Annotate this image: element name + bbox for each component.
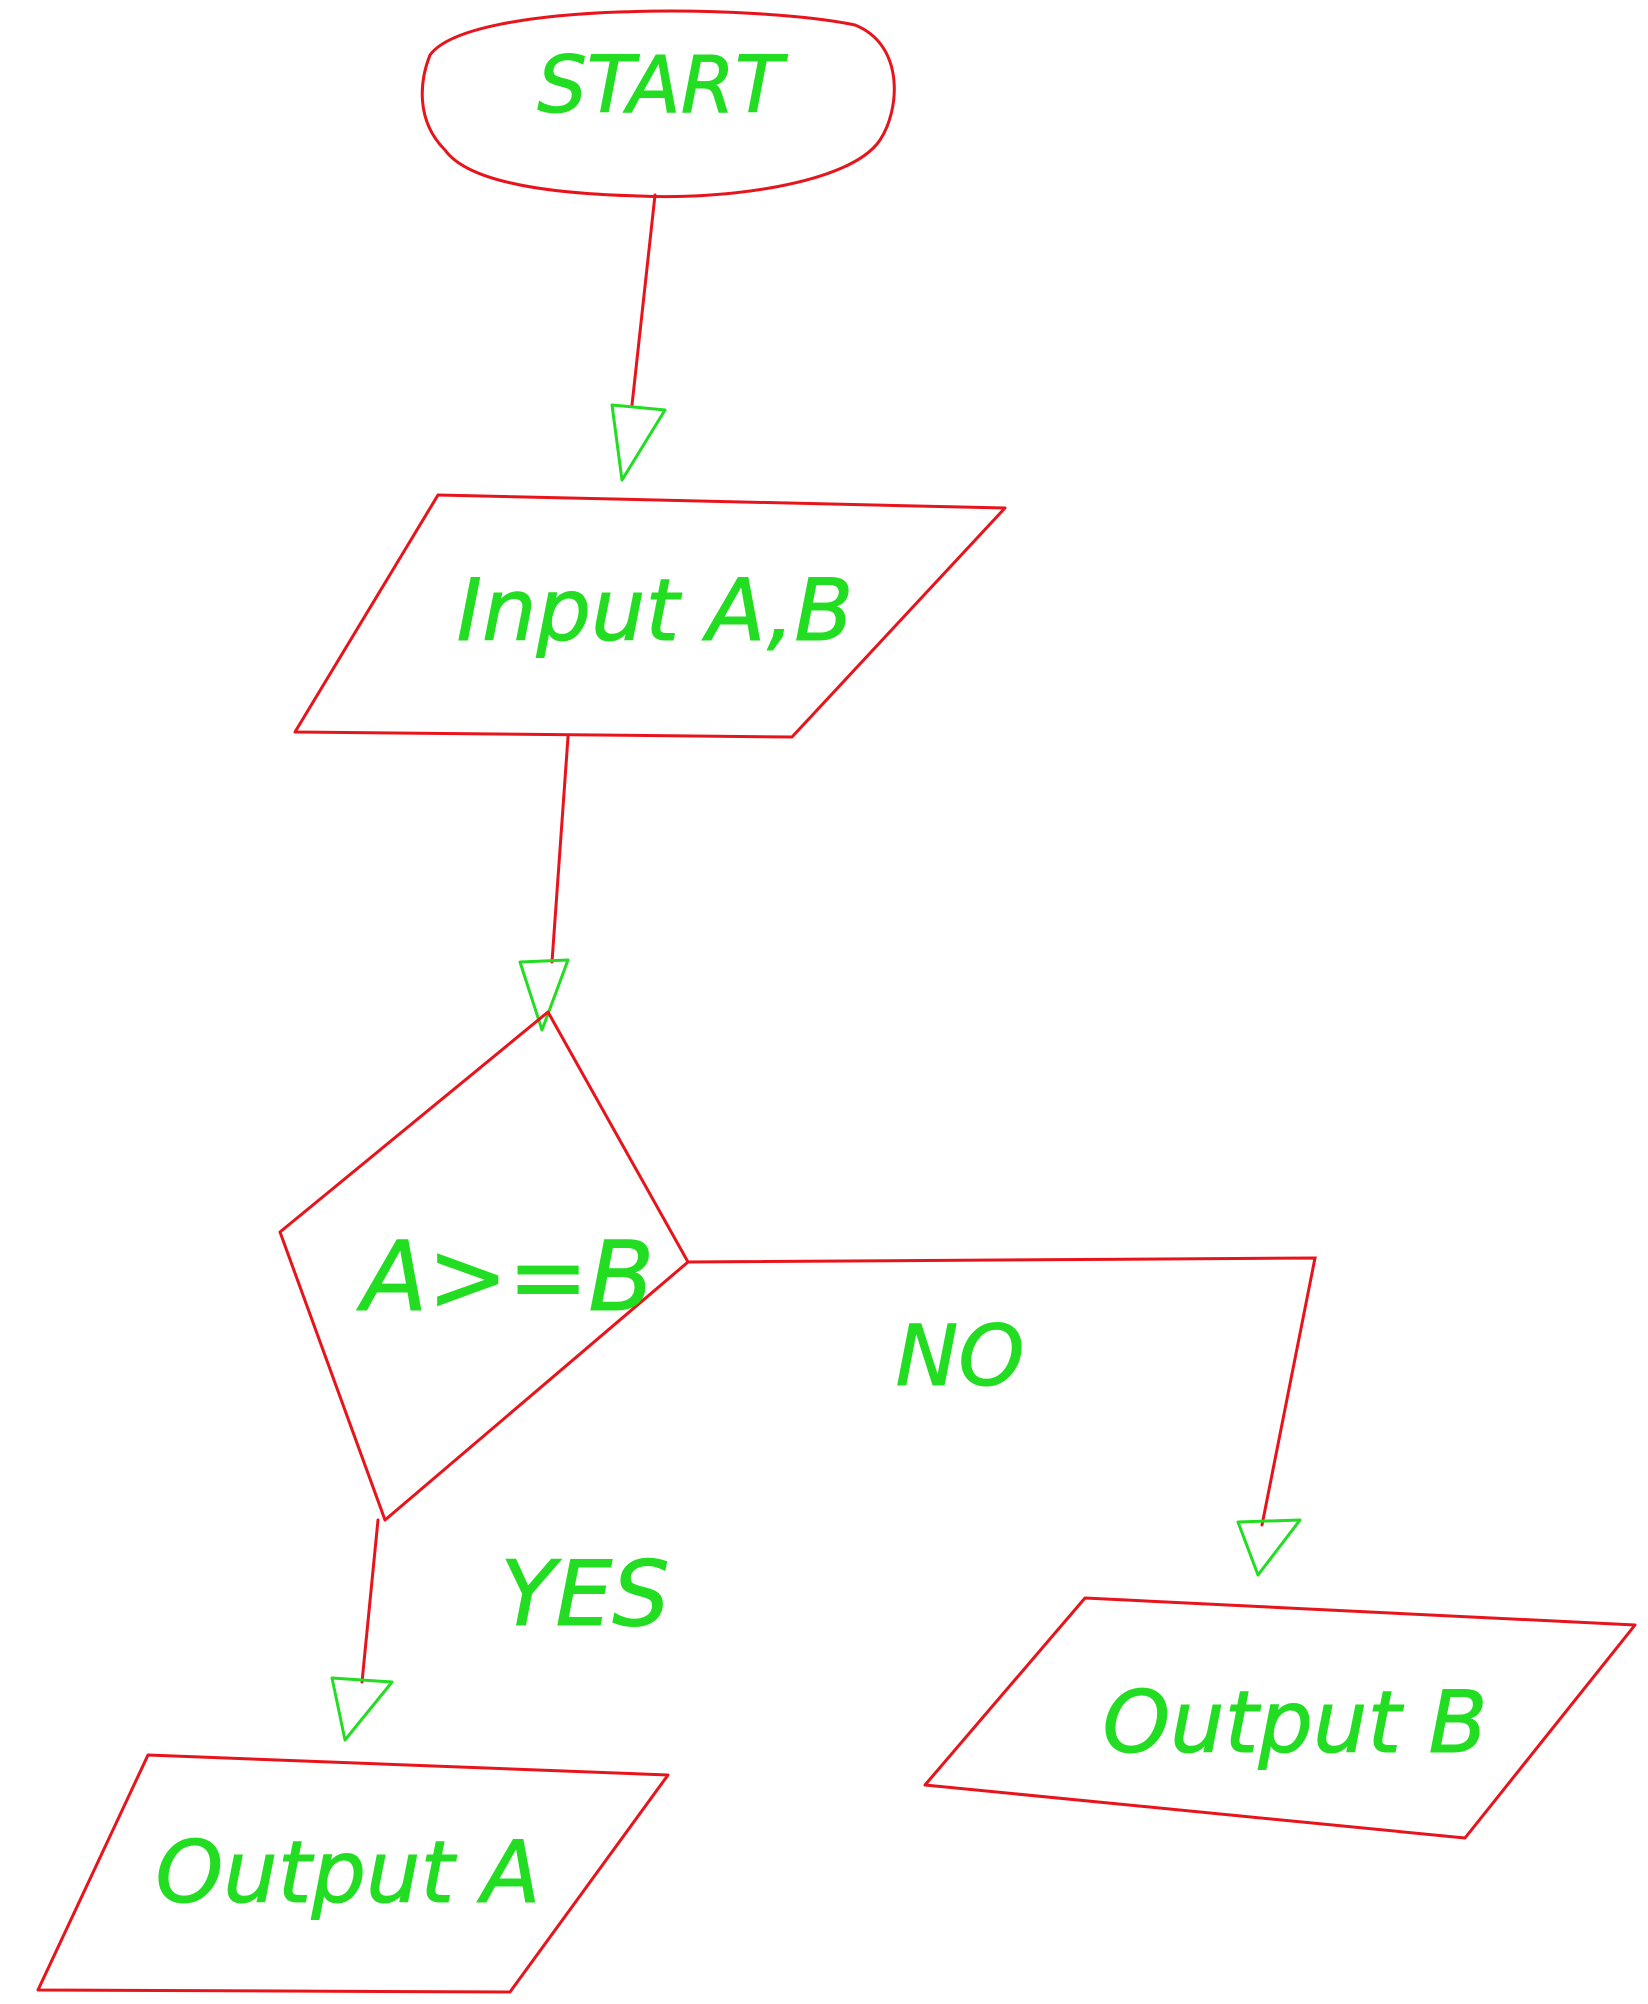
output-b-parallelogram — [923, 1596, 1637, 1840]
arrow-head — [518, 958, 570, 1032]
arrow-shaft — [630, 193, 657, 407]
output-a-label: Output A — [156, 1823, 541, 1923]
arrow-input-to-decision — [518, 735, 570, 1032]
arrow-start-to-input — [610, 193, 667, 482]
no-label: NO — [896, 1307, 1025, 1405]
arrow-head — [330, 1676, 394, 1742]
input-parallelogram — [293, 493, 1007, 739]
decision-diamond — [278, 1010, 690, 1522]
output-a-parallelogram — [36, 1753, 670, 1994]
start-node: START — [420, 9, 896, 199]
arrow-shaft — [686, 1256, 1317, 1527]
start-label: START — [537, 41, 788, 131]
input-label: Input A,B — [457, 561, 854, 661]
decision-node: A>=B — [278, 1010, 690, 1522]
output-b-label: Output B — [1102, 1673, 1487, 1773]
yes-label: YES — [501, 1542, 670, 1647]
output-b-node: Output B — [923, 1596, 1637, 1840]
start-ellipse — [420, 9, 896, 199]
arrow-shaft — [360, 1518, 380, 1684]
arrow-no-branch: NO — [686, 1256, 1317, 1577]
arrow-yes-branch: YES — [330, 1518, 670, 1742]
arrow-head — [610, 403, 667, 482]
decision-label: A>=B — [356, 1221, 654, 1333]
output-a-node: Output A — [36, 1753, 670, 1994]
arrow-head — [1236, 1518, 1302, 1577]
input-node: Input A,B — [293, 493, 1007, 739]
arrow-shaft — [550, 735, 570, 964]
